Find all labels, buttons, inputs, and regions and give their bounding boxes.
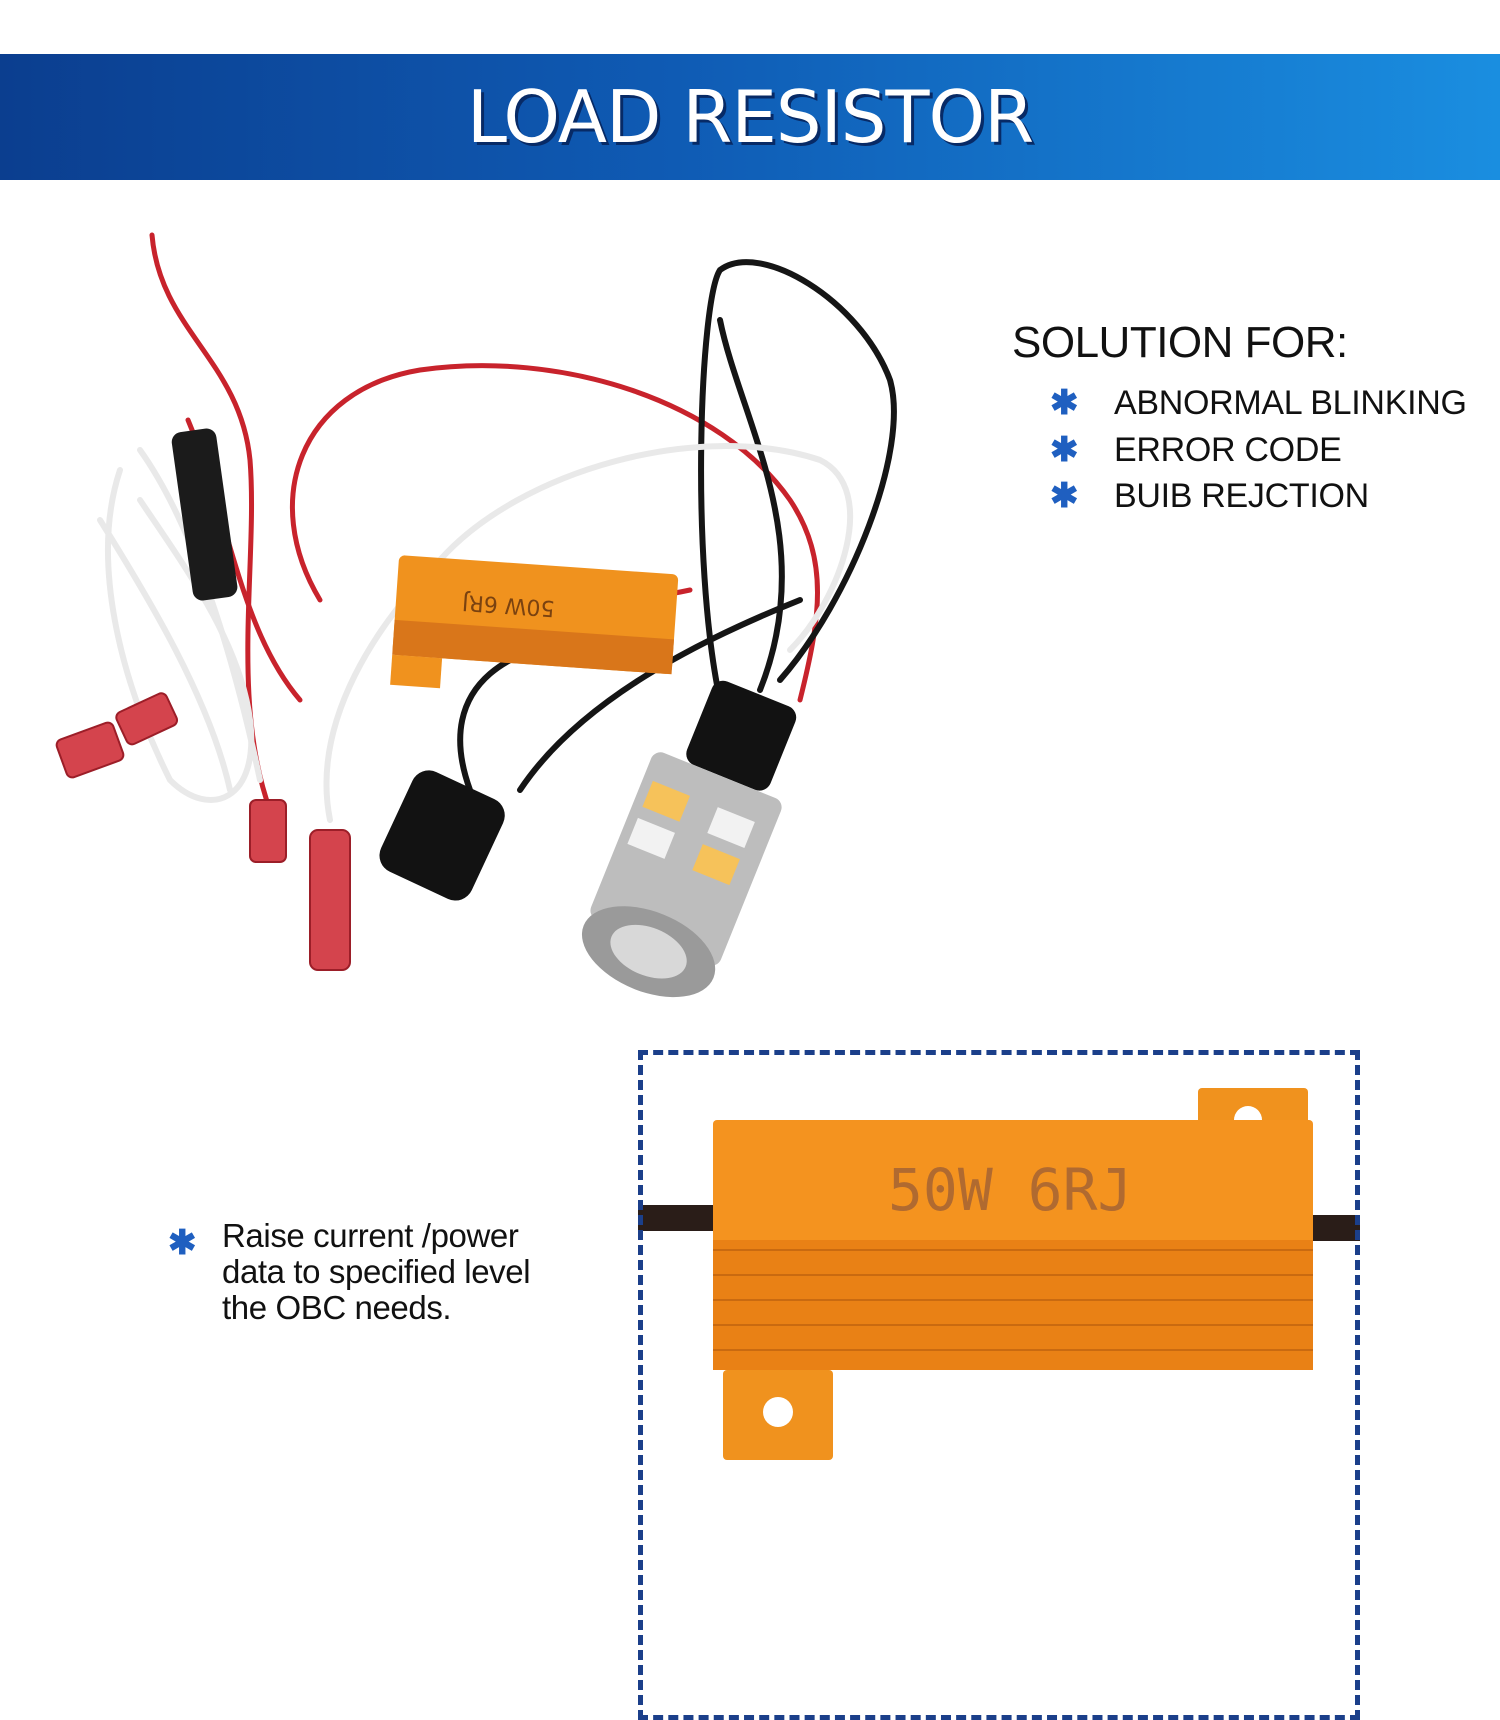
asterisk-icon: ✱	[1050, 431, 1079, 469]
black-wires	[457, 259, 897, 793]
note-line: the OBC needs.	[222, 1289, 452, 1326]
solution-item: ✱ ERROR CODE	[1050, 427, 1342, 473]
solution-item-label: ABNORMAL BLINKING	[1114, 383, 1467, 422]
solution-item-label: BUIB REJCTION	[1114, 476, 1369, 515]
resistor-marking: 50W 6RJ	[888, 1156, 1132, 1224]
solution-section: SOLUTION FOR:	[1012, 318, 1492, 368]
title-banner: LOAD RESISTOR	[0, 54, 1500, 180]
resistor-closeup: 50W 6RJ	[638, 1088, 1360, 1460]
page-title: LOAD RESISTOR	[466, 75, 1034, 159]
solution-heading: SOLUTION FOR:	[1012, 318, 1348, 367]
solution-item-label: ERROR CODE	[1114, 430, 1342, 469]
solution-item: ✱ ABNORMAL BLINKING	[1050, 380, 1467, 426]
solution-item: ✱ BUIB REJCTION	[1050, 473, 1369, 519]
bulb-socket	[379, 770, 505, 901]
wire-resistor	[390, 555, 679, 689]
product-photo: 50W 6RJ	[55, 232, 897, 998]
asterisk-icon: ✱	[1050, 384, 1079, 422]
asterisk-icon: ✱	[168, 1224, 197, 1262]
asterisk-icon: ✱	[1050, 477, 1079, 515]
spade-connectors	[55, 692, 351, 971]
note-line: Raise current /power	[222, 1217, 519, 1254]
led-bulb	[581, 680, 797, 998]
note-text: Raise current /power data to specified l…	[222, 1218, 582, 1326]
note-line: data to specified level	[222, 1253, 531, 1290]
